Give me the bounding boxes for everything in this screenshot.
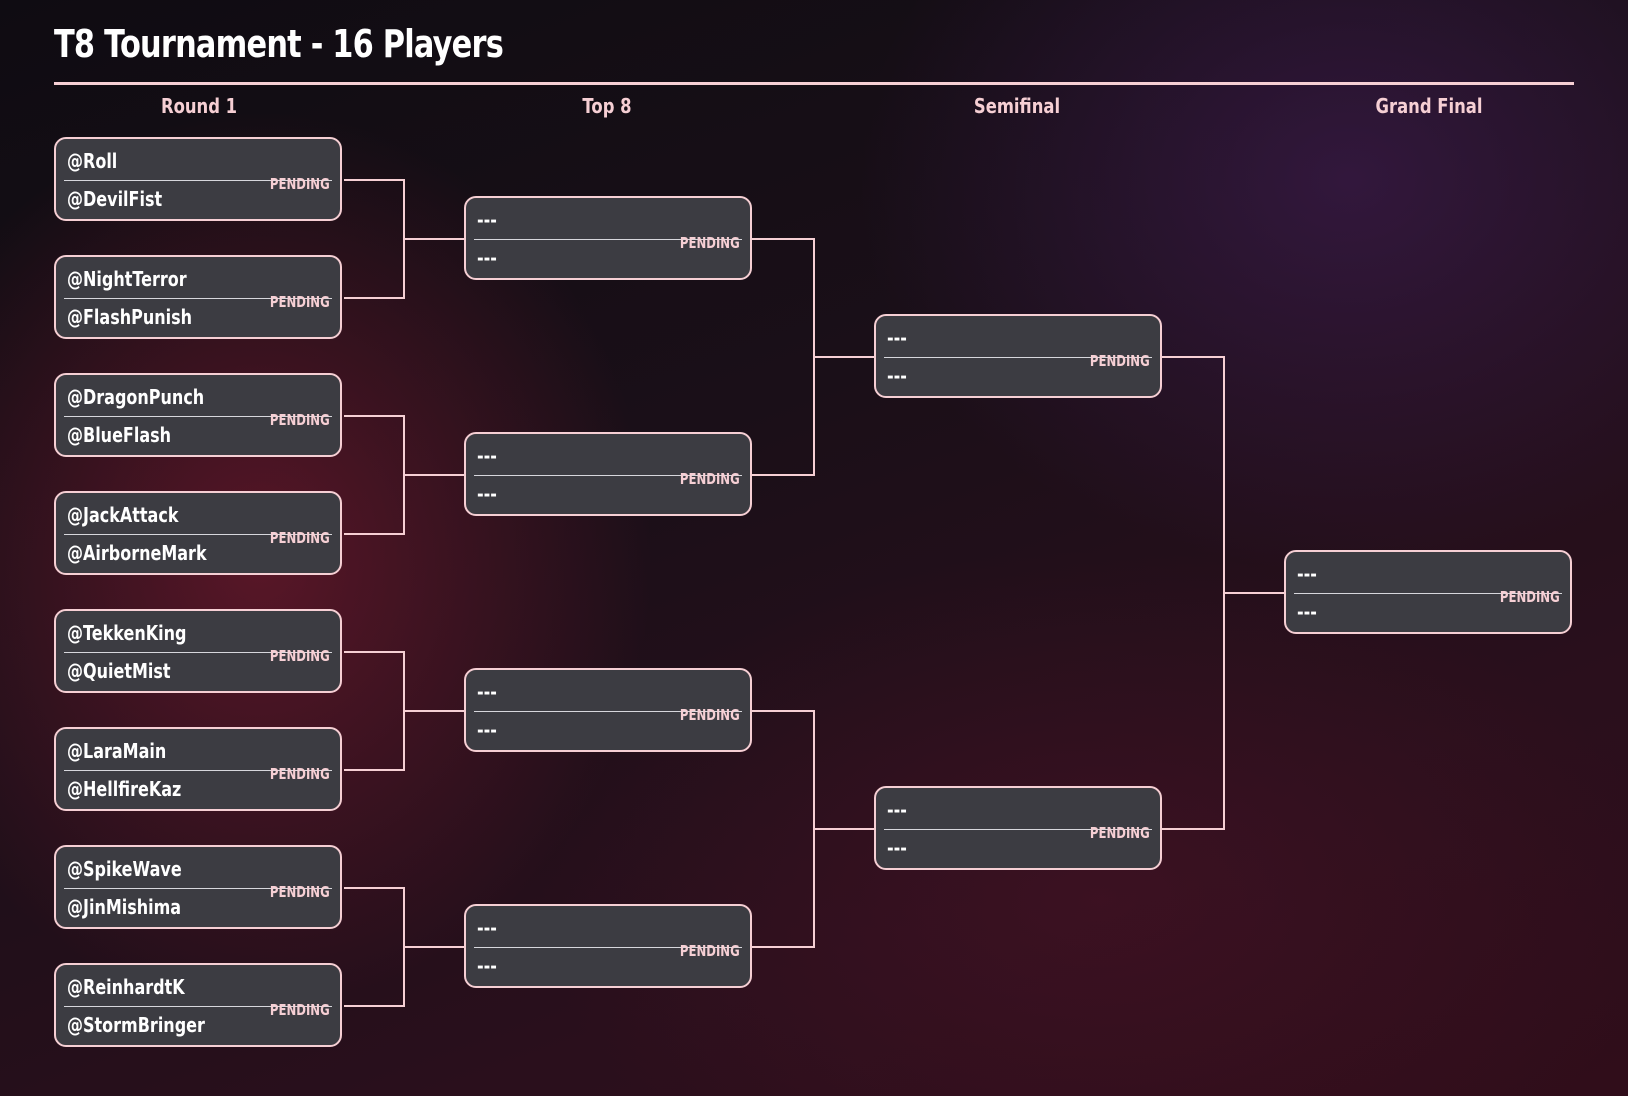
match-r1-5[interactable]: @TekkenKing @QuietMist PENDING	[54, 609, 342, 693]
connector-r1-m1-m2	[344, 179, 464, 299]
player-slot: @BlueFlash	[67, 423, 172, 447]
player-slot: ---	[477, 718, 497, 742]
match-divider	[64, 298, 332, 299]
status-badge: PENDING	[270, 293, 330, 311]
status-badge: PENDING	[270, 647, 330, 665]
match-t8-4[interactable]: --- --- PENDING	[464, 904, 752, 988]
player-slot: @DevilFist	[67, 187, 163, 211]
player-slot: @AirborneMark	[67, 541, 207, 565]
status-badge: PENDING	[1090, 352, 1150, 370]
match-divider	[64, 180, 332, 181]
player-slot: ---	[887, 798, 907, 822]
match-divider	[474, 475, 742, 476]
player-slot: @Roll	[67, 149, 118, 173]
match-divider	[64, 652, 332, 653]
player-slot: @ReinhardtK	[67, 975, 185, 999]
player-slot: ---	[477, 916, 497, 940]
connector-sf-m1-m2	[1162, 356, 1284, 830]
round-label-semifinal: Semifinal	[973, 94, 1061, 118]
match-t8-2[interactable]: --- --- PENDING	[464, 432, 752, 516]
match-divider	[64, 1006, 332, 1007]
match-grand-final[interactable]: --- --- PENDING	[1284, 550, 1572, 634]
status-badge: PENDING	[270, 765, 330, 783]
player-slot: ---	[1297, 600, 1317, 624]
match-t8-1[interactable]: --- --- PENDING	[464, 196, 752, 280]
player-slot: @DragonPunch	[67, 385, 205, 409]
match-divider	[884, 357, 1152, 358]
match-divider	[64, 416, 332, 417]
player-slot: ---	[477, 246, 497, 270]
player-slot: @JinMishima	[67, 895, 182, 919]
status-badge: PENDING	[680, 470, 740, 488]
player-slot: ---	[1297, 562, 1317, 586]
match-r1-7[interactable]: @SpikeWave @JinMishima PENDING	[54, 845, 342, 929]
match-divider	[474, 239, 742, 240]
round-label-top-8: Top 8	[582, 94, 632, 118]
status-badge: PENDING	[270, 529, 330, 547]
connector-r1-m3-m4	[344, 415, 464, 535]
player-slot: ---	[477, 482, 497, 506]
match-divider	[64, 770, 332, 771]
player-slot: @SpikeWave	[67, 857, 182, 881]
player-slot: @NightTerror	[67, 267, 187, 291]
match-divider	[64, 534, 332, 535]
player-slot: ---	[887, 364, 907, 388]
status-badge: PENDING	[270, 883, 330, 901]
match-sf-2[interactable]: --- --- PENDING	[874, 786, 1162, 870]
player-slot: ---	[887, 326, 907, 350]
player-slot: @JackAttack	[67, 503, 179, 527]
match-sf-1[interactable]: --- --- PENDING	[874, 314, 1162, 398]
player-slot: ---	[477, 680, 497, 704]
match-divider	[1294, 593, 1562, 594]
match-divider	[884, 829, 1152, 830]
match-divider	[474, 711, 742, 712]
status-badge: PENDING	[270, 411, 330, 429]
title-divider	[54, 82, 1574, 85]
connector-t8-m1-m2	[752, 238, 874, 476]
player-slot: ---	[477, 954, 497, 978]
match-r1-8[interactable]: @ReinhardtK @StormBringer PENDING	[54, 963, 342, 1047]
status-badge: PENDING	[1500, 588, 1560, 606]
match-r1-2[interactable]: @NightTerror @FlashPunish PENDING	[54, 255, 342, 339]
player-slot: ---	[887, 836, 907, 860]
player-slot: @FlashPunish	[67, 305, 193, 329]
status-badge: PENDING	[270, 175, 330, 193]
player-slot: @QuietMist	[67, 659, 171, 683]
status-badge: PENDING	[1090, 824, 1150, 842]
match-divider	[474, 947, 742, 948]
match-t8-3[interactable]: --- --- PENDING	[464, 668, 752, 752]
status-badge: PENDING	[270, 1001, 330, 1019]
match-r1-1[interactable]: @Roll @DevilFist PENDING	[54, 137, 342, 221]
round-label-grand-final: Grand Final	[1375, 94, 1483, 118]
connector-r1-m5-m6	[344, 651, 464, 771]
status-badge: PENDING	[680, 234, 740, 252]
connector-t8-m3-m4	[752, 710, 874, 948]
player-slot: ---	[477, 208, 497, 232]
status-badge: PENDING	[680, 942, 740, 960]
match-r1-3[interactable]: @DragonPunch @BlueFlash PENDING	[54, 373, 342, 457]
player-slot: @StormBringer	[67, 1013, 205, 1037]
status-badge: PENDING	[680, 706, 740, 724]
match-divider	[64, 888, 332, 889]
round-label-round-1: Round 1	[160, 94, 238, 118]
match-r1-4[interactable]: @JackAttack @AirborneMark PENDING	[54, 491, 342, 575]
player-slot: ---	[477, 444, 497, 468]
player-slot: @LaraMain	[67, 739, 167, 763]
connector-r1-m7-m8	[344, 887, 464, 1007]
player-slot: @TekkenKing	[67, 621, 187, 645]
match-r1-6[interactable]: @LaraMain @HellfireKaz PENDING	[54, 727, 342, 811]
page-title: T8 Tournament - 16 Players	[54, 22, 504, 66]
player-slot: @HellfireKaz	[67, 777, 182, 801]
